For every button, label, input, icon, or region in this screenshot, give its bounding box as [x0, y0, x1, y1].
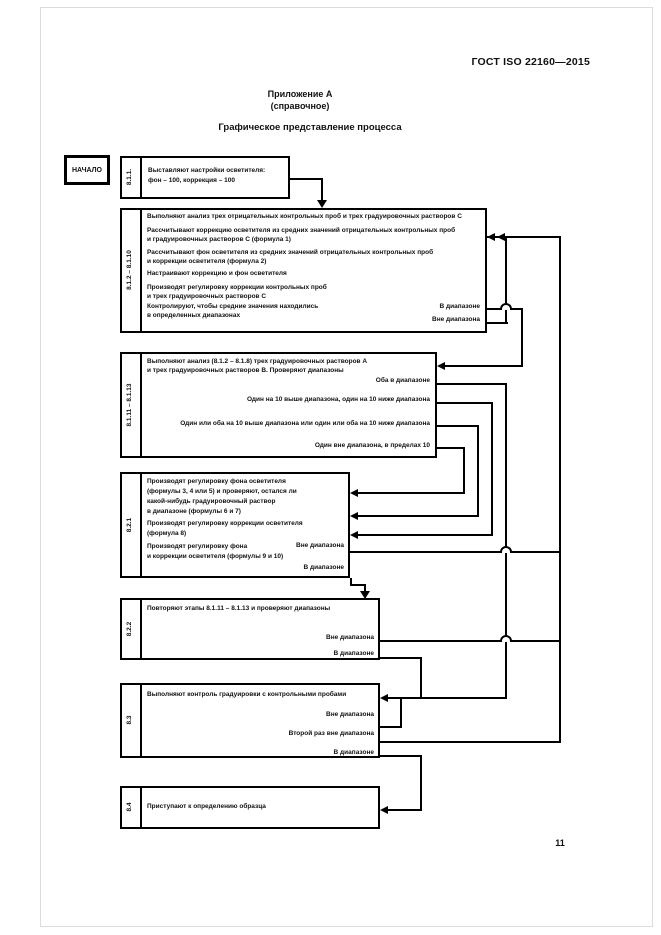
start-label: НАЧАЛО [72, 166, 102, 174]
step-box-8-2-2 [120, 598, 380, 660]
connector [350, 551, 561, 553]
connector [437, 425, 479, 427]
step-box-8-1-11-13 [120, 352, 437, 458]
arrowhead [317, 200, 327, 208]
line-hop [500, 635, 512, 642]
step-box-8-3 [120, 683, 380, 758]
step-box-8-4 [120, 786, 380, 829]
arrowhead [350, 512, 358, 520]
b2-outcome-out-of-range: Вне диапазона [432, 316, 480, 323]
connector [400, 697, 402, 728]
b2-paragraph-5: Производят регулировку коррекции контрол… [147, 284, 327, 300]
connector [358, 534, 493, 536]
connector [420, 755, 422, 811]
connector [380, 640, 561, 642]
connector [350, 584, 366, 586]
b3-outcome-one-above-one-below: Один на 10 выше диапазона, один на 10 ни… [247, 396, 430, 403]
b2-paragraph-4: Настраивают коррекцию и фон осветителя [147, 270, 287, 277]
connector [364, 584, 366, 594]
connector [388, 809, 422, 811]
connector [380, 657, 422, 659]
annex-title: Приложение А [267, 89, 333, 99]
connector [491, 402, 493, 536]
connector [358, 492, 465, 494]
connector [437, 383, 507, 385]
start-node: НАЧАЛО [64, 155, 110, 185]
arrowhead [350, 531, 358, 539]
connector [380, 755, 422, 757]
connector [437, 402, 493, 404]
b2-outcome-in-range: В диапазоне [439, 303, 480, 310]
doc-number: ГОСТ ISO 22160—2015 [471, 56, 590, 68]
connector [290, 178, 323, 180]
b7-paragraph-1: Приступают к определению образца [147, 803, 266, 810]
step-label-8-1-2-10: 8.1.2 – 8.1.10 [126, 250, 133, 290]
step-text-8-1-1: Выставляют настройки осветителя: фон – 1… [148, 167, 266, 184]
connector [388, 697, 507, 699]
b2-paragraph-1: Выполняют анализ трех отрицательных конт… [147, 213, 462, 220]
b3-paragraph-1: Выполняют анализ (8.1.2 – 8.1.8) трех гр… [147, 358, 368, 374]
step-label-8-4: 8.4 [126, 802, 133, 812]
arrowhead [497, 233, 505, 241]
connector [505, 383, 507, 699]
connector [445, 365, 523, 367]
connector [487, 236, 561, 238]
b4-paragraph-2: Производят регулировку коррекции осветит… [147, 520, 303, 537]
annex-subtitle: (справочное) [270, 101, 330, 111]
step-box-8-2-1 [120, 472, 350, 578]
arrowhead [380, 806, 388, 814]
connector [521, 308, 523, 367]
step-box-8-3-divider [140, 683, 142, 758]
arrowhead [487, 233, 495, 241]
connector [321, 178, 323, 202]
b5-paragraph-1: Повторяют этапы 8.1.11 – 8.1.13 и провер… [147, 605, 331, 612]
b6-paragraph-1: Выполняют контроль градуировки с контрол… [147, 691, 347, 698]
figure-title: Графическое представление процесса [218, 122, 402, 133]
step-box-8-1-11-13-divider [140, 352, 142, 458]
step-box-8-1-1 [120, 156, 290, 199]
line-hop [500, 303, 512, 310]
step-box-8-1-1-divider [140, 156, 142, 199]
step-box-8-1-2-10-divider [140, 208, 142, 333]
step-box-8-2-1-divider [140, 472, 142, 578]
b5-outcome-in-range: В диапазоне [333, 650, 374, 657]
arrowhead [350, 489, 358, 497]
arrowhead [360, 591, 370, 599]
step-box-8-4-divider [140, 786, 142, 829]
b4-outcome-out-of-range: Вне диапазона [296, 542, 344, 549]
b2-paragraph-2: Рассчитывают коррекцию осветителя из сре… [147, 227, 456, 243]
page-number: 11 [555, 838, 565, 848]
arrowhead [380, 694, 388, 702]
connector [380, 726, 402, 728]
b2-paragraph-6: Контролируют, чтобы средние значения нах… [147, 303, 319, 319]
connector [477, 425, 479, 517]
connector [350, 578, 352, 586]
connector-feedback-rail [559, 236, 561, 743]
connector [487, 322, 508, 324]
step-label-8-1-11-13: 8.1.11 – 8.1.13 [126, 383, 133, 427]
line-hop [500, 546, 512, 553]
b2-paragraph-3: Рассчитывают фон осветителя из средних з… [147, 249, 434, 265]
b4-outcome-in-range: В диапазоне [303, 564, 344, 571]
connector [505, 237, 507, 324]
b4-paragraph-3a: Производят регулировку фона [147, 543, 248, 550]
step-box-8-2-2-divider [140, 598, 142, 660]
connector [437, 447, 465, 449]
connector [463, 447, 465, 494]
b5-outcome-out-of-range: Вне диапазона [326, 634, 374, 641]
b3-outcome-one-out-within-10: Один вне диапазона, в пределах 10 [314, 442, 430, 449]
b6-outcome-in-range: В диапазоне [333, 749, 374, 756]
b3-outcome-one-or-both-out: Один или оба на 10 выше диапазона или од… [180, 420, 430, 427]
arrowhead [437, 362, 445, 370]
b6-outcome-second-out-of-range: Второй раз вне диапазона [288, 730, 374, 737]
b4-paragraph-3b: и коррекции осветителя (формулы 9 и 10) [147, 553, 284, 560]
step-label-8-2-1: 8.2.1 [126, 517, 133, 533]
connector [420, 657, 422, 699]
b6-outcome-out-of-range: Вне диапазона [326, 711, 374, 718]
b4-paragraph-1: Производят регулировку фона осветителя (… [147, 478, 297, 515]
step-box-8-1-2-10 [120, 208, 487, 333]
b3-outcome-both-in-range: Оба в диапазоне [375, 377, 430, 384]
connector [380, 741, 561, 743]
connector [358, 515, 479, 517]
